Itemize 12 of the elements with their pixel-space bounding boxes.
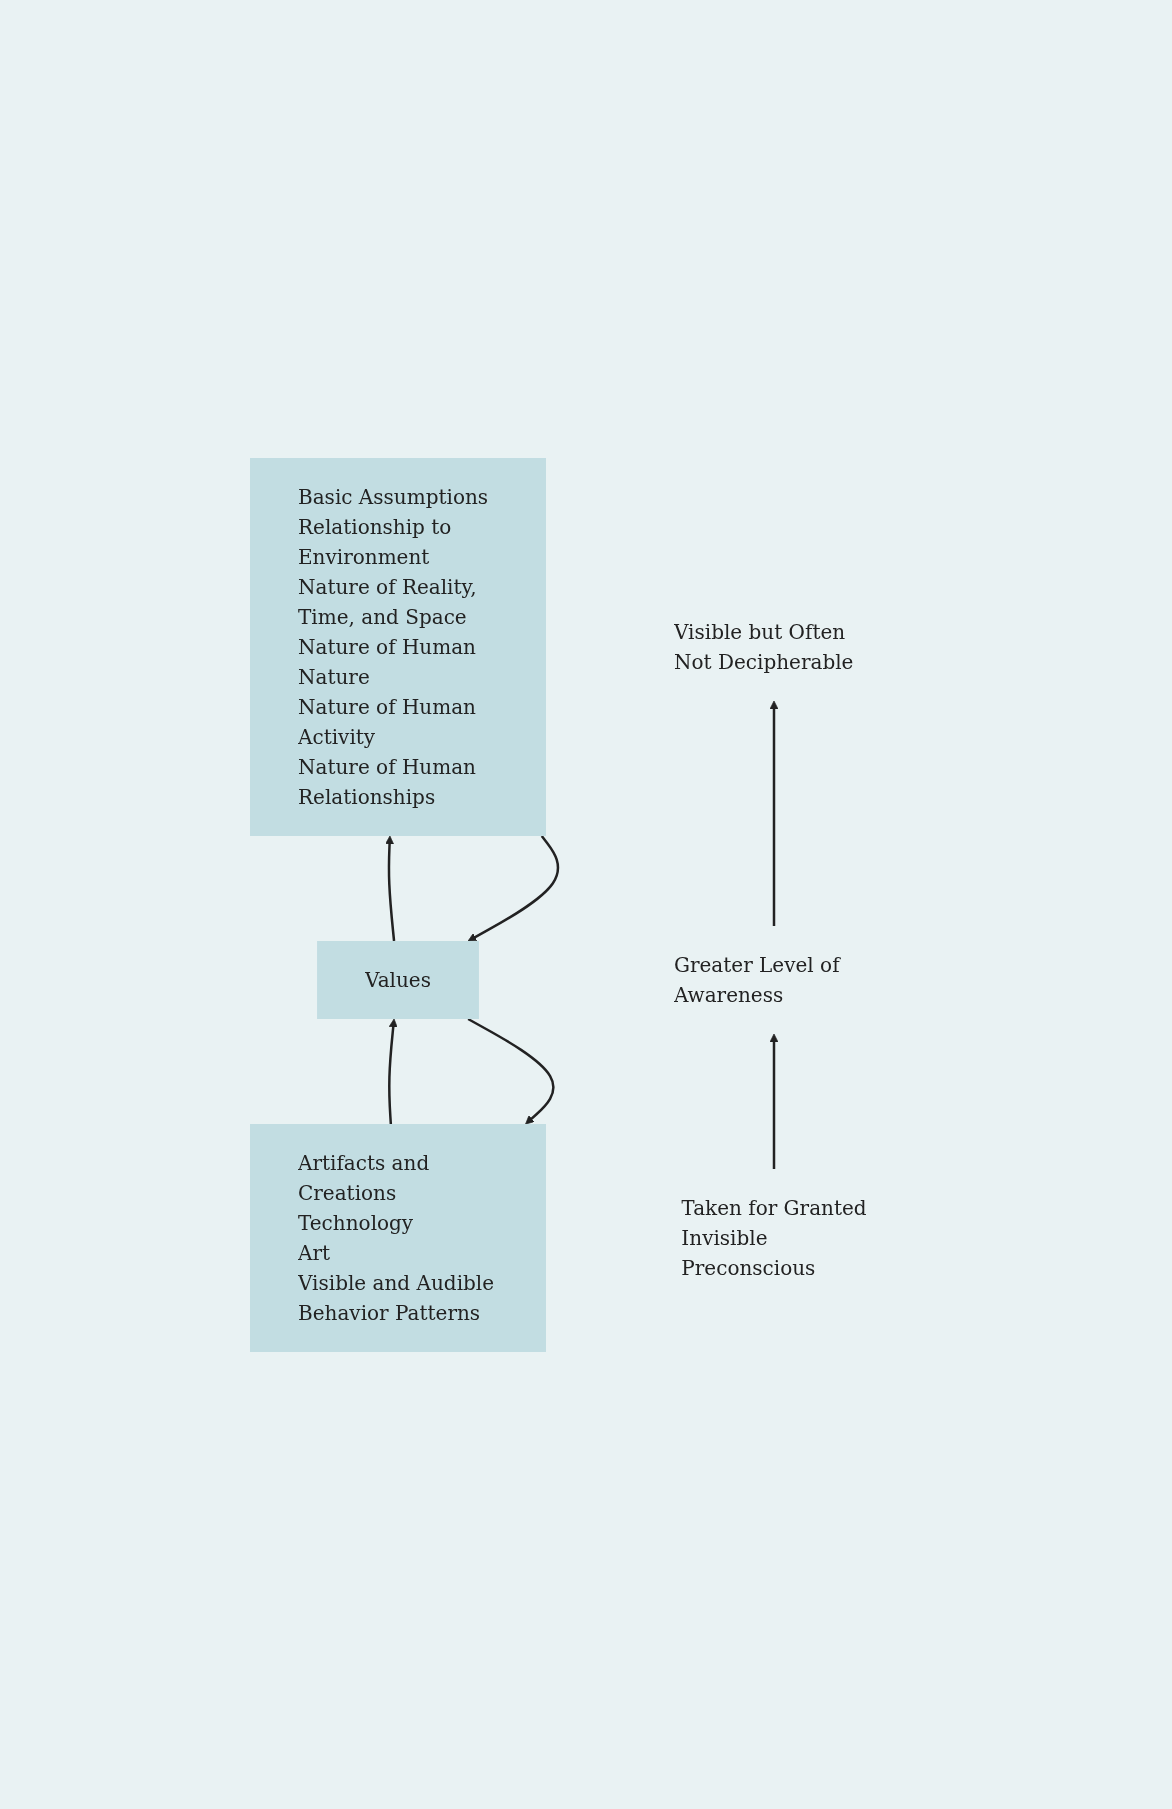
arrow [769,700,779,926]
arrow [769,1033,779,1169]
node-text: Taken for Granted Invisible Preconscious [681,1195,867,1280]
node-box: Basic Assumptions Relationship to Environment Nature of Reality, Time, and Space Nature of Human Nature Nature of Human Activity Nature of Human Relationships [250,457,546,836]
arrow [388,1018,398,1124]
arrow [467,1017,555,1124]
node-text: Greater Level of Awareness [674,952,840,1007]
node-box: Values [317,940,479,1019]
arrow [385,835,396,941]
node-text: Visible but Often Not Decipherable [674,619,854,674]
node-box: Artifacts and Creations Technology Art Visible and Audible Behavior Patterns [250,1123,546,1352]
arrow [467,834,560,941]
